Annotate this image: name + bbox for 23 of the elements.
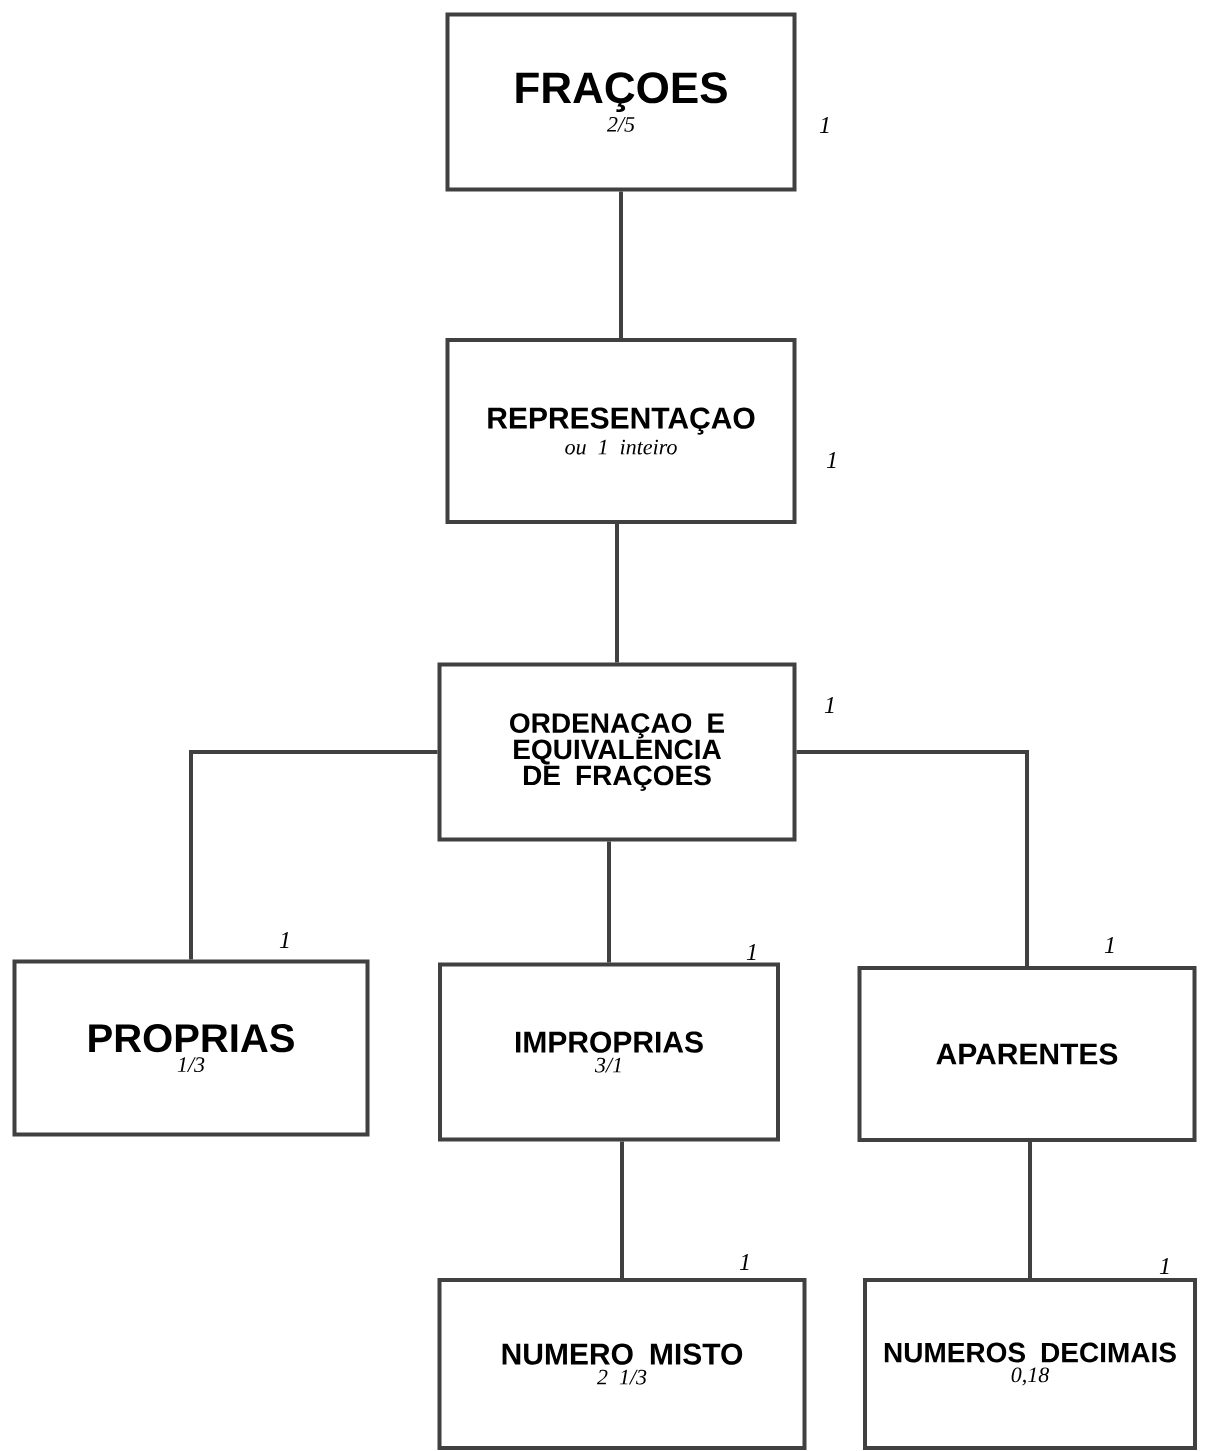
connector-line <box>796 750 1029 966</box>
grade-mark: 1 <box>819 117 829 133</box>
connector-line <box>189 750 438 960</box>
concept-box: REPRESENTAÇAO ou 1 inteiro <box>445 338 797 524</box>
concept-box: NUMEROS DECIMAIS 0,18 <box>863 1278 1197 1450</box>
connector-line <box>620 1141 624 1278</box>
grade-mark: 1 <box>1159 1258 1169 1274</box>
concept-box: ORDENAÇAO E EQUIVALENCIA DE FRAÇOES <box>437 662 797 842</box>
concept-box: APARENTES <box>857 966 1197 1142</box>
grade-mark: 1 <box>279 932 289 948</box>
grade-mark: 1 <box>826 452 836 468</box>
concept-box: FRAÇOES 2/5 <box>445 12 797 192</box>
grade-mark: 1 <box>746 944 756 960</box>
concept-box: IMPROPRIAS 3/1 <box>438 962 780 1142</box>
connector-line <box>1028 1142 1032 1278</box>
grade-mark: 1 <box>1104 937 1114 953</box>
concept-box: NUMERO MISTO 2 1/3 <box>437 1278 807 1450</box>
connector-line <box>619 191 623 338</box>
grade-mark: 1 <box>824 697 834 713</box>
concept-box: PROPRIAS 1/3 <box>12 959 370 1137</box>
connector-line <box>607 841 611 963</box>
connector-line <box>615 524 619 663</box>
grade-mark: 1 <box>739 1254 749 1270</box>
